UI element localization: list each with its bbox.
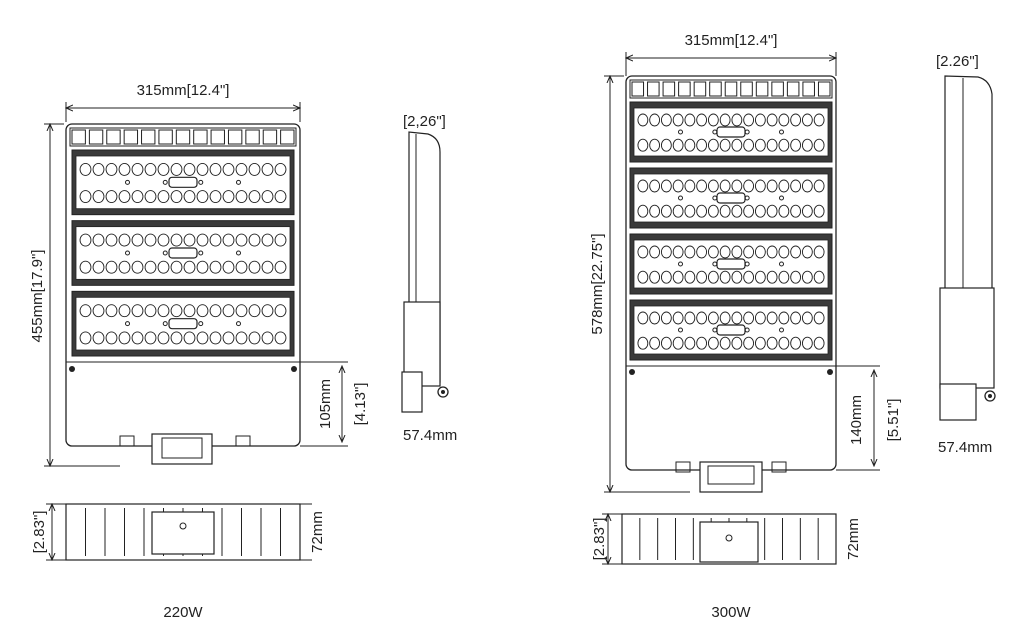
fixture-300w: 315mm[12.4"] 578mm[22.75"] 140mm [5.51"]… bbox=[589, 32, 996, 621]
right-side-view: [2.26"] 57.4mm bbox=[936, 53, 996, 456]
right-bracket bbox=[699, 461, 763, 493]
right-bottom-mm-label: 72mm bbox=[845, 518, 862, 560]
left-top-fins bbox=[69, 127, 297, 147]
right-arm-mm-label: 140mm bbox=[848, 395, 865, 445]
right-width-label: 315mm[12.4"] bbox=[685, 32, 778, 49]
right-led-modules bbox=[629, 101, 833, 361]
left-arm-in-label: [4.13"] bbox=[352, 383, 369, 426]
left-width-label: 315mm[12.4"] bbox=[137, 82, 230, 99]
left-led-modules bbox=[71, 149, 295, 357]
left-arm-mm-label: 105mm bbox=[317, 379, 334, 429]
right-side-top-label: [2.26"] bbox=[936, 53, 979, 70]
left-side-view: [2,26"] 57.4mm bbox=[401, 113, 457, 444]
fixture-220w: 315mm[12.4"] 455mm[17.9"] 105mm [4.13"] … bbox=[29, 82, 457, 621]
left-bottom-mm-label: 72mm bbox=[309, 511, 326, 553]
left-bottom-in-label: [2.83"] bbox=[31, 511, 48, 554]
right-caption: 300W bbox=[711, 604, 751, 621]
left-caption: 220W bbox=[163, 604, 203, 621]
left-side-top-label: [2,26"] bbox=[403, 113, 446, 130]
right-bottom-view: [2.83"] 72mm bbox=[591, 514, 862, 564]
left-bottom-view: [2.83"] 72mm bbox=[31, 504, 326, 560]
right-height-label: 578mm[22.75"] bbox=[589, 233, 606, 334]
right-side-bottom-label: 57.4mm bbox=[938, 439, 992, 456]
right-arm-in-label: [5.51"] bbox=[885, 399, 902, 442]
left-side-bottom-label: 57.4mm bbox=[403, 427, 457, 444]
right-top-fins bbox=[629, 79, 833, 99]
right-bottom-in-label: [2.83"] bbox=[591, 518, 608, 561]
left-height-label: 455mm[17.9"] bbox=[29, 250, 46, 343]
